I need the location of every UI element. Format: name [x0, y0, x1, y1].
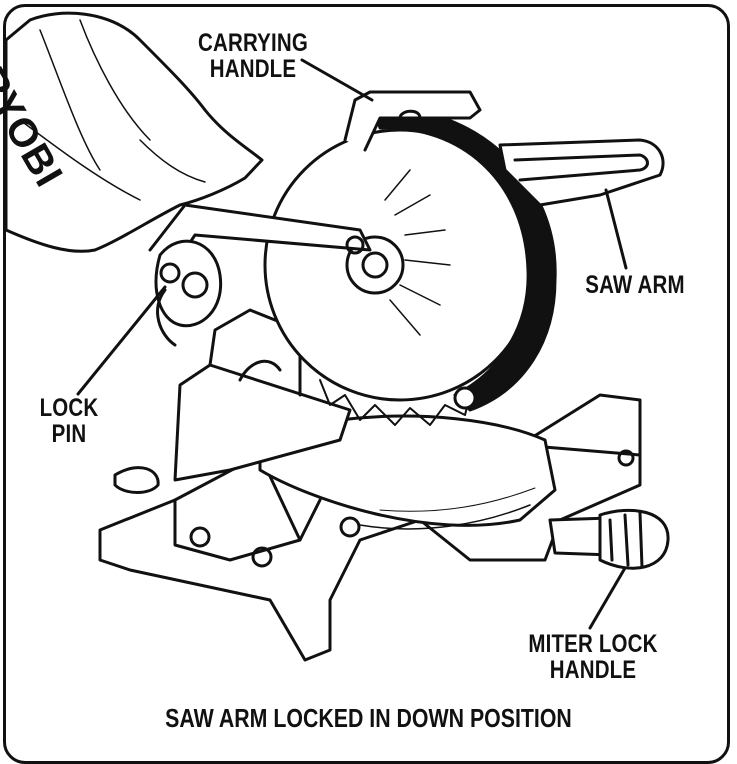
label-lock-pin-line1: LOCK	[39, 394, 99, 422]
label-lock-pin-line2: PIN	[51, 420, 87, 448]
miter-lock-knob	[598, 508, 670, 570]
label-carrying-handle-line2: HANDLE	[209, 55, 297, 83]
linkage-arm	[148, 203, 372, 267]
carrying-handle	[343, 90, 482, 152]
dust-bag	[4, 11, 264, 253]
leader-saw-arm	[604, 188, 628, 270]
figure-caption: SAW ARM LOCKED IN DOWN POSITION	[165, 703, 572, 733]
label-miter-lock-handle-line2: HANDLE	[549, 656, 637, 684]
label-miter-lock-handle-line1: MITER LOCK	[528, 630, 658, 658]
leader-lock-pin	[76, 285, 167, 396]
label-carrying-handle-line1: CARRYING	[198, 29, 308, 57]
label-saw-arm: SAW ARM	[585, 271, 685, 299]
lock-pin-assembly	[154, 239, 223, 328]
label-carrying-handle: CARRYING HANDLE	[192, 30, 315, 82]
miter-saw-illustration	[4, 11, 670, 662]
miter-table	[258, 414, 557, 527]
label-lock-pin: LOCK PIN	[24, 395, 114, 447]
label-miter-lock-handle: MITER LOCK HANDLE	[523, 631, 662, 683]
leader-carrying-handle	[300, 58, 374, 102]
leader-miter-lock-handle	[588, 566, 627, 630]
